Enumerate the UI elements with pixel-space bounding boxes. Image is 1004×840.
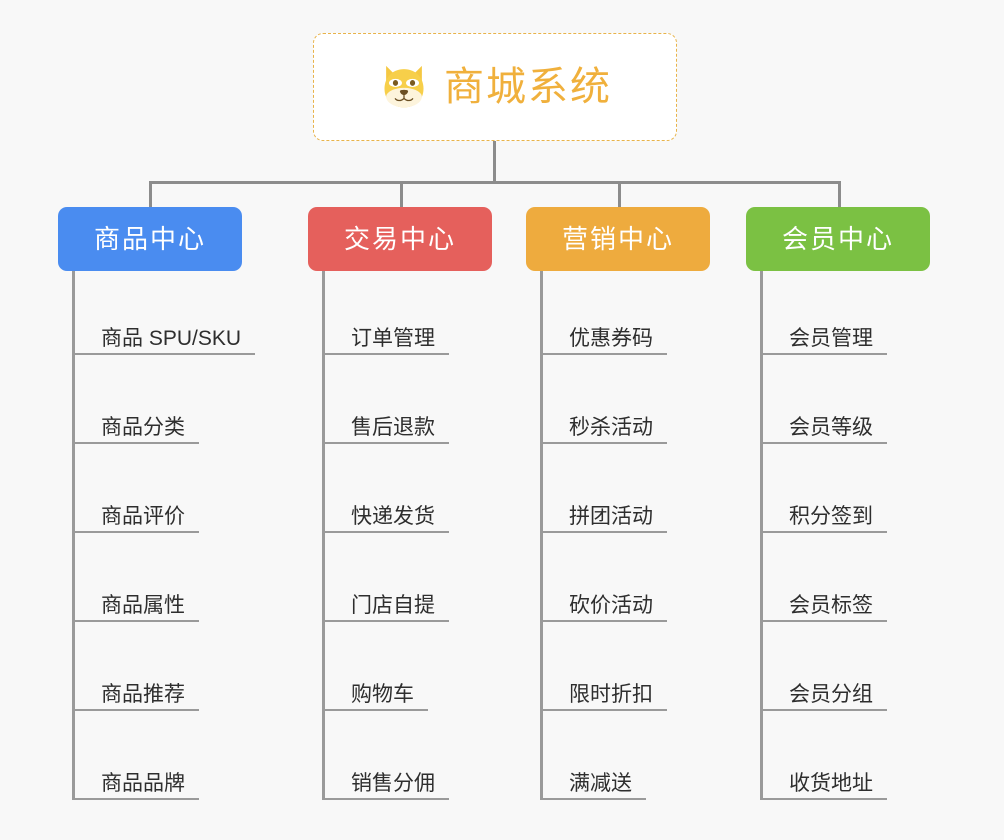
leaf-label: 限时折扣 [569, 683, 653, 706]
leaf-item[interactable]: 商品评价 [72, 495, 199, 533]
leaf-item[interactable]: 售后退款 [322, 406, 449, 444]
leaf-label: 门店自提 [351, 594, 435, 617]
leaf-item[interactable]: 会员分组 [760, 673, 887, 711]
leaf-label: 订单管理 [351, 327, 435, 350]
leaf-item[interactable]: 收货地址 [760, 762, 887, 800]
leaf-label: 快递发货 [351, 505, 435, 528]
connector-root-stem [493, 141, 496, 183]
leaf-label: 会员管理 [789, 327, 873, 350]
leaf-label: 优惠券码 [569, 327, 653, 350]
leaf-item[interactable]: 限时折扣 [540, 673, 667, 711]
leaf-item[interactable]: 商品 SPU/SKU [72, 317, 256, 355]
leaf-label: 满减送 [569, 772, 632, 795]
branch-header-1[interactable]: 交易中心 [308, 207, 492, 271]
leaf-label: 购物车 [351, 683, 414, 706]
leaf-label: 会员分组 [789, 683, 873, 706]
connector-trunk-bar [149, 181, 841, 184]
leaf-label: 商品评价 [101, 505, 185, 528]
leaf-label: 商品属性 [101, 594, 185, 617]
connector-drop-4 [838, 181, 841, 208]
branch-header-0[interactable]: 商品中心 [58, 207, 242, 271]
column-spine [322, 271, 325, 800]
leaf-label: 积分签到 [789, 505, 873, 528]
leaf-item[interactable]: 秒杀活动 [540, 406, 667, 444]
leaf-label: 会员标签 [789, 594, 873, 617]
branch-header-3[interactable]: 会员中心 [746, 207, 930, 271]
leaf-label: 销售分佣 [351, 772, 435, 795]
column-spine [760, 271, 763, 800]
leaf-label: 拼团活动 [569, 505, 653, 528]
leaf-label: 商品分类 [101, 416, 185, 439]
leaf-item[interactable]: 商品推荐 [72, 673, 199, 711]
leaf-item[interactable]: 销售分佣 [322, 762, 449, 800]
leaf-item[interactable]: 会员等级 [760, 406, 887, 444]
shiba-dog-icon [384, 65, 424, 108]
leaf-label: 砍价活动 [569, 594, 653, 617]
leaf-label: 商品品牌 [101, 772, 185, 795]
leaf-label: 商品推荐 [101, 683, 185, 706]
branch-header-label: 商品中心 [93, 224, 206, 254]
branch-header-label: 会员中心 [781, 224, 894, 254]
branch-header-label: 交易中心 [343, 224, 456, 254]
leaf-item[interactable]: 优惠券码 [540, 317, 667, 355]
connector-drop-1 [149, 181, 152, 208]
leaf-item[interactable]: 拼团活动 [540, 495, 667, 533]
leaf-item[interactable]: 门店自提 [322, 584, 449, 622]
leaf-item[interactable]: 会员管理 [760, 317, 887, 355]
leaf-item[interactable]: 商品属性 [72, 584, 199, 622]
leaf-item[interactable]: 快递发货 [322, 495, 449, 533]
leaf-item[interactable]: 会员标签 [760, 584, 887, 622]
leaf-label: 会员等级 [789, 416, 873, 439]
root-title: 商城系统 [444, 65, 612, 109]
connector-drop-2 [400, 181, 403, 208]
leaf-item[interactable]: 商品品牌 [72, 762, 199, 800]
leaf-item[interactable]: 订单管理 [322, 317, 449, 355]
leaf-label: 秒杀活动 [569, 416, 653, 439]
connector-drop-3 [618, 181, 621, 208]
leaf-item[interactable]: 购物车 [322, 673, 428, 711]
root-node[interactable]: 商城系统 [313, 33, 677, 141]
column-spine [72, 271, 75, 800]
branch-header-label: 营销中心 [561, 224, 674, 254]
branch-header-2[interactable]: 营销中心 [526, 207, 710, 271]
leaf-label: 商品 SPU/SKU [101, 327, 242, 350]
leaf-label: 售后退款 [351, 416, 435, 439]
leaf-item[interactable]: 砍价活动 [540, 584, 667, 622]
column-spine [540, 271, 543, 800]
leaf-item[interactable]: 商品分类 [72, 406, 199, 444]
leaf-item[interactable]: 满减送 [540, 762, 646, 800]
leaf-item[interactable]: 积分签到 [760, 495, 887, 533]
leaf-label: 收货地址 [789, 772, 873, 795]
